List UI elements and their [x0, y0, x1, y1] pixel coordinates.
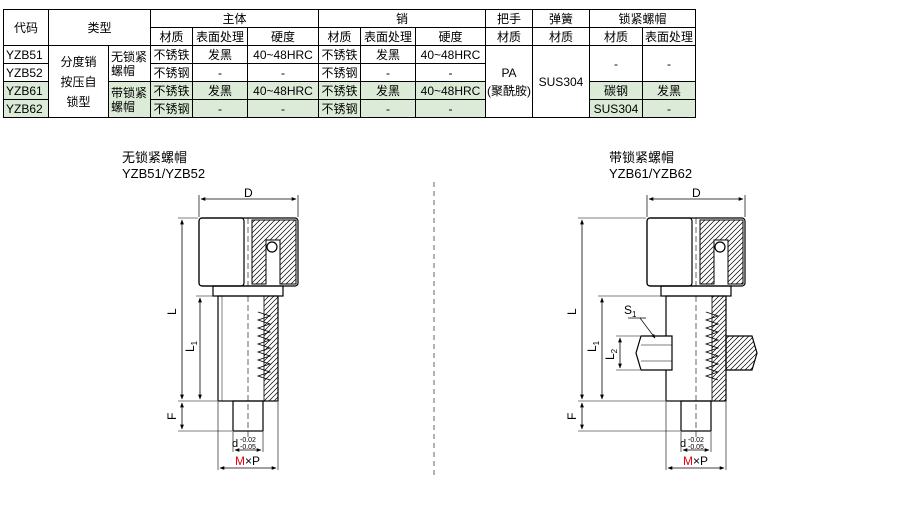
subheader-hardness: 硬度: [247, 27, 319, 46]
left-title: 无锁紧螺帽: [122, 150, 187, 165]
pin-material: 不锈钢: [318, 99, 361, 118]
dim-L1-label: L1: [183, 340, 199, 352]
type-main-line: 锁型: [66, 94, 91, 109]
dim-d-label: d: [680, 438, 686, 450]
tol-upper: -0.02: [240, 437, 256, 444]
handle-material-line: (聚酰胺): [487, 83, 531, 98]
type-lock-line: 带锁紧: [111, 85, 148, 100]
subheader-surface: 表面处理: [360, 27, 416, 46]
header-type: 类型: [48, 9, 151, 46]
drawing-no-locknut: 无锁紧螺帽 YZB51/YZB52 D L: [122, 150, 299, 470]
pin-material: 不锈铁: [318, 45, 361, 64]
drawing-with-locknut: 带锁紧螺帽 YZB61/YZB62 D S1 L: [565, 150, 758, 470]
header-code: 代码: [3, 9, 49, 46]
dim-d-label: d: [232, 438, 238, 450]
dim-D-label: D: [244, 186, 253, 200]
locknut-surface: 发黑: [642, 81, 696, 100]
tol-lower: -0.05: [240, 444, 256, 451]
tol-lower: -0.05: [688, 444, 704, 451]
spec-table: 代码 类型 主体 销 把手 弹簧 锁紧螺帽 材质 表面处理 硬度 材质 表面处理…: [3, 9, 696, 118]
dim-F-label: F: [565, 413, 579, 420]
row-code: YZB62: [3, 99, 49, 118]
right-title: 带锁紧螺帽: [609, 150, 674, 165]
type-nolock-cell: 无锁紧 螺帽: [108, 45, 151, 82]
dim-F-label: F: [165, 413, 179, 420]
locknut-material: -: [589, 45, 643, 82]
dim-S1-label: S1: [624, 303, 637, 319]
locknut-material: 碳钢: [589, 81, 643, 100]
type-main-line: 分度销: [60, 54, 97, 69]
type-nolock-line: 无锁紧: [111, 49, 148, 64]
body-surface: -: [192, 99, 248, 118]
row-code: YZB52: [3, 63, 49, 82]
header-locknut: 锁紧螺帽: [589, 9, 696, 28]
subheader-material: 材质: [150, 27, 193, 46]
handle-material-line: PA: [501, 65, 517, 80]
subheader-surface: 表面处理: [642, 27, 696, 46]
spring-material: SUS304: [532, 45, 590, 118]
dim-thread-label: M×P: [683, 454, 708, 468]
dim-thread-label: M×P: [235, 454, 260, 468]
locknut-surface: -: [642, 99, 696, 118]
pin-surface: -: [360, 99, 416, 118]
table-row: YZB62 不锈钢 - - 不锈钢 - - SUS304 -: [3, 99, 696, 118]
pin-hardness: -: [415, 99, 486, 118]
table-row: YZB51 分度销 按压自 锁型 无锁紧 螺帽 不锈铁 发黑 40~48HRC …: [3, 45, 696, 118]
type-main-line: 按压自: [60, 74, 97, 89]
dim-L-label: L: [565, 308, 579, 315]
dim-L-label: L: [165, 308, 179, 315]
pin-surface: 发黑: [360, 81, 416, 100]
subheader-material: 材质: [318, 27, 361, 46]
left-codes: YZB51/YZB52: [122, 166, 205, 181]
right-codes: YZB61/YZB62: [609, 166, 692, 181]
tol-upper: -0.02: [688, 437, 704, 444]
handle-material-cell: PA (聚酰胺): [485, 45, 533, 118]
type-nolock-line: 螺帽: [111, 63, 136, 78]
body-material: 不锈铁: [150, 45, 193, 64]
dim-L2-label: L2: [603, 348, 619, 360]
dim-L1-label: L1: [585, 340, 601, 352]
body-material: 不锈钢: [150, 99, 193, 118]
type-lock-cell: 带锁紧 螺帽: [108, 81, 151, 118]
type-main-cell: 分度销 按压自 锁型: [48, 45, 109, 118]
locknut-material: SUS304: [589, 99, 643, 118]
body-hardness: 40~48HRC: [247, 81, 319, 100]
pin-material: 不锈铁: [318, 81, 361, 100]
body-material: 不锈铁: [150, 81, 193, 100]
type-lock-line: 螺帽: [111, 99, 136, 114]
locknut-surface: -: [642, 45, 696, 82]
subheader-material: 材质: [589, 27, 643, 46]
dim-D-label: D: [692, 186, 701, 200]
